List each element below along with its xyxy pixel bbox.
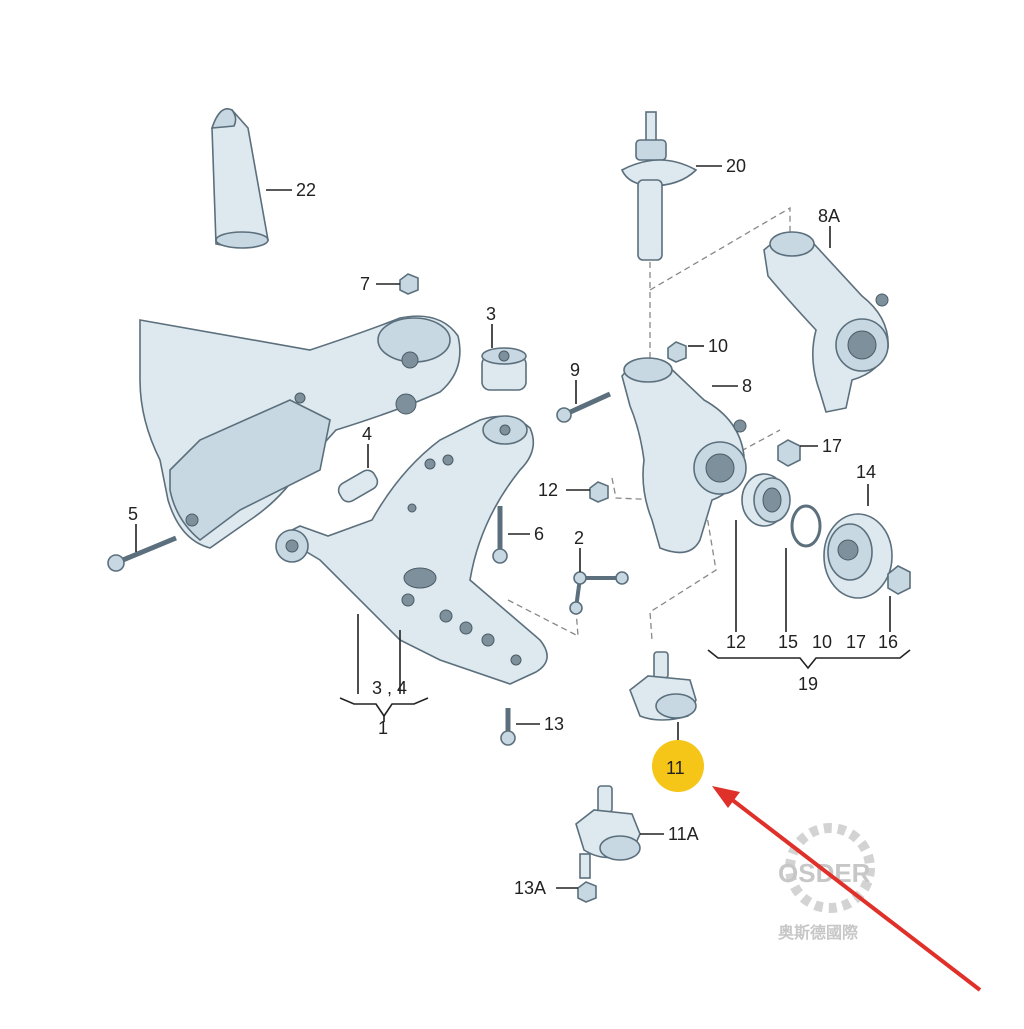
part-2-link (569, 571, 629, 615)
callout-5: 5 (128, 504, 138, 524)
part-13A-nut (577, 881, 597, 903)
part-20-strut (620, 111, 698, 261)
callout-8A: 8A (818, 206, 840, 226)
part-17-nut (777, 439, 801, 467)
group-19-bracket (707, 520, 911, 670)
part-8-knuckle (621, 357, 747, 554)
callout-3: 3 (486, 304, 496, 324)
circlip (790, 504, 822, 548)
part-22-grease-tube (210, 108, 269, 249)
part-10-nut (667, 341, 687, 363)
callout-11: 11 (666, 758, 685, 778)
callout-22: 22 (296, 180, 316, 200)
part-8A-knuckle (763, 231, 889, 413)
part-14-hub (823, 513, 893, 599)
callout-10: 10 (708, 336, 728, 356)
red-pointer-arrow (712, 786, 982, 992)
callout-8: 8 (742, 376, 752, 396)
watermark: OSDER 奥斯德國際 (778, 823, 875, 942)
callout-20: 20 (726, 156, 746, 176)
part-9-bolt (556, 391, 612, 423)
part-11-ball-joint (629, 651, 697, 721)
part-12-nut (589, 481, 609, 503)
group19-item-10: 10 (812, 632, 832, 652)
callout-6: 6 (534, 524, 544, 544)
callout-9: 9 (570, 360, 580, 380)
callout-7: 7 (360, 274, 370, 294)
part-6-bolt (492, 506, 508, 564)
group19-item-16: 16 (878, 632, 898, 652)
wheel-bearing (741, 473, 791, 527)
callout-13: 13 (544, 714, 564, 734)
group19-label: 19 (798, 674, 818, 694)
bracket-1 (339, 614, 429, 722)
part-11A-ball-joint (575, 785, 641, 879)
dashed-guide (649, 206, 791, 291)
callout-3-4: 3 , 4 (372, 678, 407, 698)
callout-1: 1 (378, 718, 388, 738)
callout-17: 17 (822, 436, 842, 456)
part-13-bolt (500, 708, 516, 746)
subframe (139, 315, 461, 549)
highlight-badge (652, 740, 704, 792)
callout-13A: 13A (514, 878, 546, 898)
callout-4: 4 (362, 424, 372, 444)
watermark-chinese: 奥斯德國際 (778, 923, 859, 942)
callout-11A: 11A (668, 824, 699, 844)
callout-14: 14 (856, 462, 876, 482)
part-7-nut (399, 273, 419, 295)
part-5-bolt (107, 535, 177, 572)
group19-item-15: 15 (778, 632, 798, 652)
part-4-bushing (337, 469, 379, 503)
dashed-guide (611, 477, 661, 501)
control-arm (275, 415, 548, 685)
group19-item-17: 17 (846, 632, 866, 652)
dashed-guide (649, 509, 717, 641)
part-3-bushing (481, 347, 527, 391)
callout-12: 12 (538, 480, 558, 500)
callout-2: 2 (574, 528, 584, 548)
part-16-nut (887, 565, 911, 595)
group19-item-12: 12 (726, 632, 746, 652)
